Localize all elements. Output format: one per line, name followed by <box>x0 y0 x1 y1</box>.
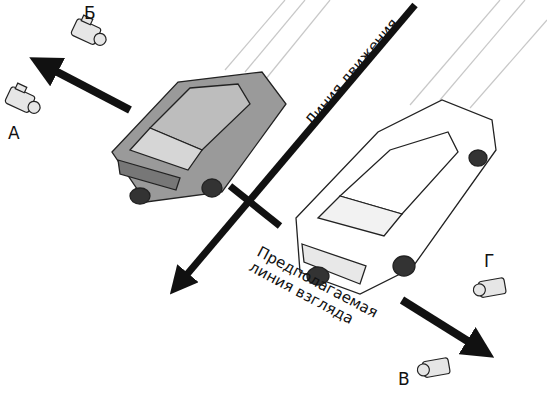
camera-label: А <box>8 124 28 144</box>
camera-icon <box>472 277 506 298</box>
white-car <box>296 100 496 294</box>
camera-icon <box>416 357 450 378</box>
motion-line-label: Линия движения <box>302 4 412 130</box>
wheel <box>202 179 222 197</box>
trail <box>440 0 525 100</box>
trail <box>245 0 305 72</box>
windshield <box>318 196 402 236</box>
direction-arrow <box>42 64 130 110</box>
camera-icon <box>4 81 45 117</box>
car-body <box>112 72 286 202</box>
camera-icons <box>4 13 506 378</box>
trail <box>470 20 547 108</box>
cross-mark <box>230 186 280 226</box>
wheel <box>393 256 415 276</box>
windshield <box>130 128 202 170</box>
camera-label: Б <box>84 4 104 24</box>
wheel <box>130 188 150 204</box>
car-body <box>296 100 496 294</box>
trail <box>265 0 330 80</box>
grey-car <box>112 72 286 204</box>
camera-label: В <box>398 370 418 390</box>
camera-label: Г <box>484 252 504 272</box>
direction-arrow <box>402 300 482 350</box>
grille <box>118 160 180 190</box>
wheel <box>469 150 487 166</box>
